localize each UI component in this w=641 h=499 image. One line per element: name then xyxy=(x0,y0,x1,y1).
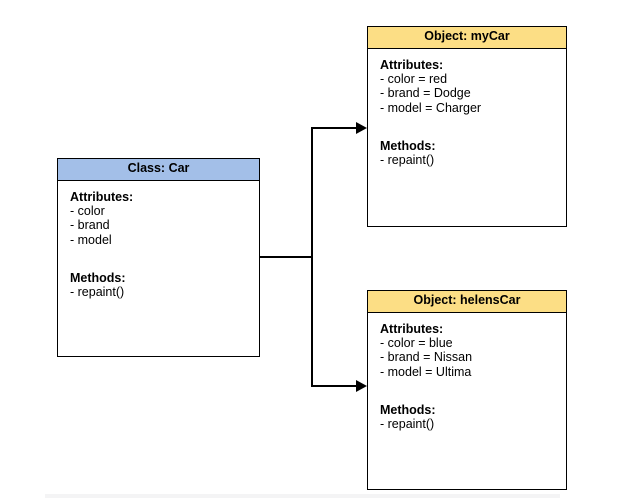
class-box: Class: Car Attributes: - color - brand -… xyxy=(57,158,260,357)
attributes-label: Attributes: xyxy=(70,190,134,204)
attribute-line: - model = Ultima xyxy=(380,364,472,379)
attributes-label: Attributes: xyxy=(380,58,444,72)
connector-stem-line xyxy=(259,256,312,258)
object-box-helenscar-body: Attributes: - color = blue - brand = Nis… xyxy=(368,313,566,440)
connector-branch-bottom-line xyxy=(311,385,357,387)
attribute-line: - color xyxy=(70,204,105,219)
attribute-line: - brand xyxy=(70,218,110,233)
bottom-edge-strip xyxy=(45,494,560,498)
object-box-mycar: Object: myCar Attributes: - color = red … xyxy=(367,26,567,227)
attribute-line: - color = blue xyxy=(380,336,453,351)
object-box-helenscar: Object: helensCar Attributes: - color = … xyxy=(367,290,567,490)
arrowhead-bottom-icon xyxy=(356,380,367,392)
attribute-line: - model xyxy=(70,232,112,247)
arrowhead-top-icon xyxy=(356,122,367,134)
method-line: - repaint() xyxy=(70,285,125,300)
attribute-line: - model = Charger xyxy=(380,100,482,115)
object-box-mycar-header: Object: myCar xyxy=(368,27,566,49)
connector-trunk-line xyxy=(311,127,313,387)
connector-branch-top-line xyxy=(311,127,357,129)
class-box-header: Class: Car xyxy=(58,159,259,181)
attribute-line: - color = red xyxy=(380,72,448,87)
methods-label: Methods: xyxy=(380,138,436,153)
attribute-line: - brand = Dodge xyxy=(380,86,471,101)
object-box-helenscar-header: Object: helensCar xyxy=(368,291,566,313)
method-line: - repaint() xyxy=(380,153,435,168)
methods-label: Methods: xyxy=(380,402,436,417)
object-box-mycar-body: Attributes: - color = red - brand = Dodg… xyxy=(368,49,566,176)
methods-label: Methods: xyxy=(70,270,126,285)
attribute-line: - brand = Nissan xyxy=(380,350,473,365)
class-box-body: Attributes: - color - brand - model Meth… xyxy=(58,181,259,308)
attributes-label: Attributes: xyxy=(380,322,444,336)
method-line: - repaint() xyxy=(380,417,435,432)
